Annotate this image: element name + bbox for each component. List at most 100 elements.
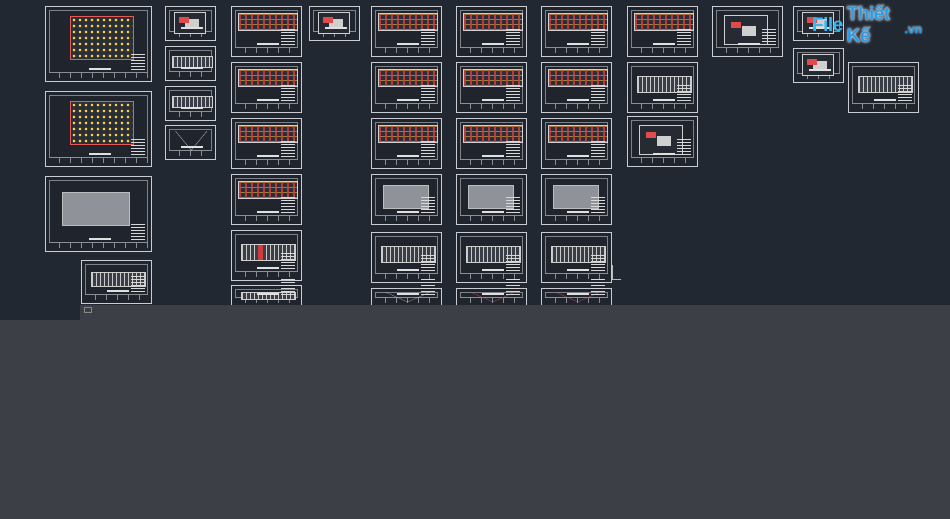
sheet-notes	[591, 197, 605, 213]
sheet-notes	[421, 255, 435, 271]
logo-text-domain: .vn	[904, 21, 922, 36]
drawing-caption	[396, 293, 419, 295]
sheet-notes	[281, 141, 295, 157]
title-block	[631, 47, 694, 53]
drawing-sheet-elevation[interactable]	[165, 86, 216, 121]
floor-plan-drawing	[548, 13, 609, 32]
drawing-caption	[396, 269, 419, 271]
drawing-sheet-detail[interactable]	[793, 6, 844, 41]
axis-marker-icon	[612, 265, 621, 280]
drawing-sheet-site-plan[interactable]	[45, 91, 152, 167]
drawing-sheet-detail[interactable]	[627, 116, 698, 167]
title-block	[235, 215, 298, 221]
drawing-sheet-elevation[interactable]	[541, 232, 612, 283]
sheet-notes	[281, 197, 295, 213]
drawing-sheet-floor-plan[interactable]	[371, 6, 442, 57]
detail-drawing	[173, 12, 207, 34]
drawing-sheet-elevation[interactable]	[231, 230, 302, 281]
drawing-caption	[481, 269, 504, 271]
drawing-caption	[180, 107, 203, 109]
drawing-sheet-elevation[interactable]	[165, 46, 216, 81]
roof-plan-drawing	[382, 185, 429, 209]
drawing-sheet-floor-plan[interactable]	[231, 174, 302, 225]
floor-plan-drawing	[463, 13, 524, 32]
drawing-sheet-detail[interactable]	[165, 6, 216, 41]
drawing-sheet-floor-plan[interactable]	[231, 6, 302, 57]
drawing-caption	[106, 290, 129, 292]
drawing-sheet-roof-plan[interactable]	[371, 174, 442, 225]
drawing-sheet-section[interactable]	[456, 279, 527, 307]
sheet-notes	[506, 85, 520, 101]
drawing-sheet-floor-plan[interactable]	[627, 6, 698, 57]
drawing-caption	[566, 269, 589, 271]
title-block	[169, 71, 212, 77]
title-block	[460, 159, 523, 165]
drawing-sheet-floor-plan[interactable]	[456, 6, 527, 57]
drawing-sheet-floor-plan[interactable]	[231, 118, 302, 169]
title-block	[545, 103, 608, 109]
drawing-caption	[396, 155, 419, 157]
drawing-caption	[737, 43, 760, 45]
elevation-drawing	[240, 291, 297, 301]
drawing-sheet-elevation[interactable]	[627, 62, 698, 113]
drawing-caption	[256, 43, 279, 45]
drawing-sheet-floor-plan[interactable]	[371, 62, 442, 113]
title-block	[49, 242, 148, 248]
drawing-sheet-elevation[interactable]	[848, 62, 919, 113]
title-block	[460, 215, 523, 221]
drawing-sheet-floor-plan[interactable]	[541, 6, 612, 57]
drawing-sheet-section[interactable]	[165, 125, 216, 160]
drawing-caption	[256, 211, 279, 213]
drawing-caption	[481, 155, 504, 157]
sheet-notes	[506, 255, 520, 271]
drawing-sheet-floor-plan[interactable]	[541, 62, 612, 113]
drawing-sheet-elevation[interactable]	[456, 232, 527, 283]
drawing-caption	[180, 27, 203, 29]
drawing-caption	[566, 211, 589, 213]
drawing-caption	[481, 99, 504, 101]
title-block	[460, 273, 523, 279]
drawing-sheet-detail[interactable]	[793, 48, 844, 83]
cad-model-space[interactable]	[0, 0, 950, 320]
sheet-notes	[762, 29, 776, 45]
drawing-sheet-elevation[interactable]	[81, 260, 152, 304]
title-block	[235, 103, 298, 109]
drawing-sheet-floor-plan[interactable]	[371, 118, 442, 169]
title-block	[545, 215, 608, 221]
drawing-sheet-roof-plan[interactable]	[456, 174, 527, 225]
sheet-notes	[421, 141, 435, 157]
sheet-notes	[506, 29, 520, 45]
sheet-notes	[677, 29, 691, 45]
drawing-sheet-site-plan[interactable]	[45, 6, 152, 82]
section-drawing	[554, 291, 601, 303]
drawing-sheet-detail[interactable]	[712, 6, 783, 57]
roof-plan-drawing	[467, 185, 514, 209]
drawing-sheet-roof-plan[interactable]	[541, 174, 612, 225]
logo-text-file: File	[812, 15, 843, 36]
sheet-notes	[281, 253, 295, 269]
section-drawing	[175, 131, 208, 151]
sheet-notes	[281, 279, 295, 295]
floor-plan-drawing	[463, 69, 524, 88]
drawing-sheet-roof-plan[interactable]	[45, 176, 152, 252]
floor-plan-drawing	[548, 69, 609, 88]
title-block	[49, 157, 148, 163]
drawing-sheet-floor-plan[interactable]	[541, 118, 612, 169]
title-block	[545, 159, 608, 165]
drawing-sheet-floor-plan[interactable]	[456, 118, 527, 169]
drawing-sheet-section[interactable]	[371, 279, 442, 307]
roof-plan-drawing	[552, 185, 599, 209]
drawing-sheet-floor-plan[interactable]	[231, 62, 302, 113]
sheet-notes	[591, 255, 605, 271]
drawing-caption	[566, 155, 589, 157]
drawing-sheet-elevation[interactable]	[231, 279, 302, 307]
sheet-notes	[898, 85, 912, 101]
drawing-caption	[256, 267, 279, 269]
drawing-caption	[396, 211, 419, 213]
detail-drawing	[317, 12, 351, 34]
title-block	[85, 294, 148, 300]
drawing-sheet-detail[interactable]	[309, 6, 360, 41]
title-block	[235, 271, 298, 277]
drawing-sheet-floor-plan[interactable]	[456, 62, 527, 113]
drawing-sheet-elevation[interactable]	[371, 232, 442, 283]
